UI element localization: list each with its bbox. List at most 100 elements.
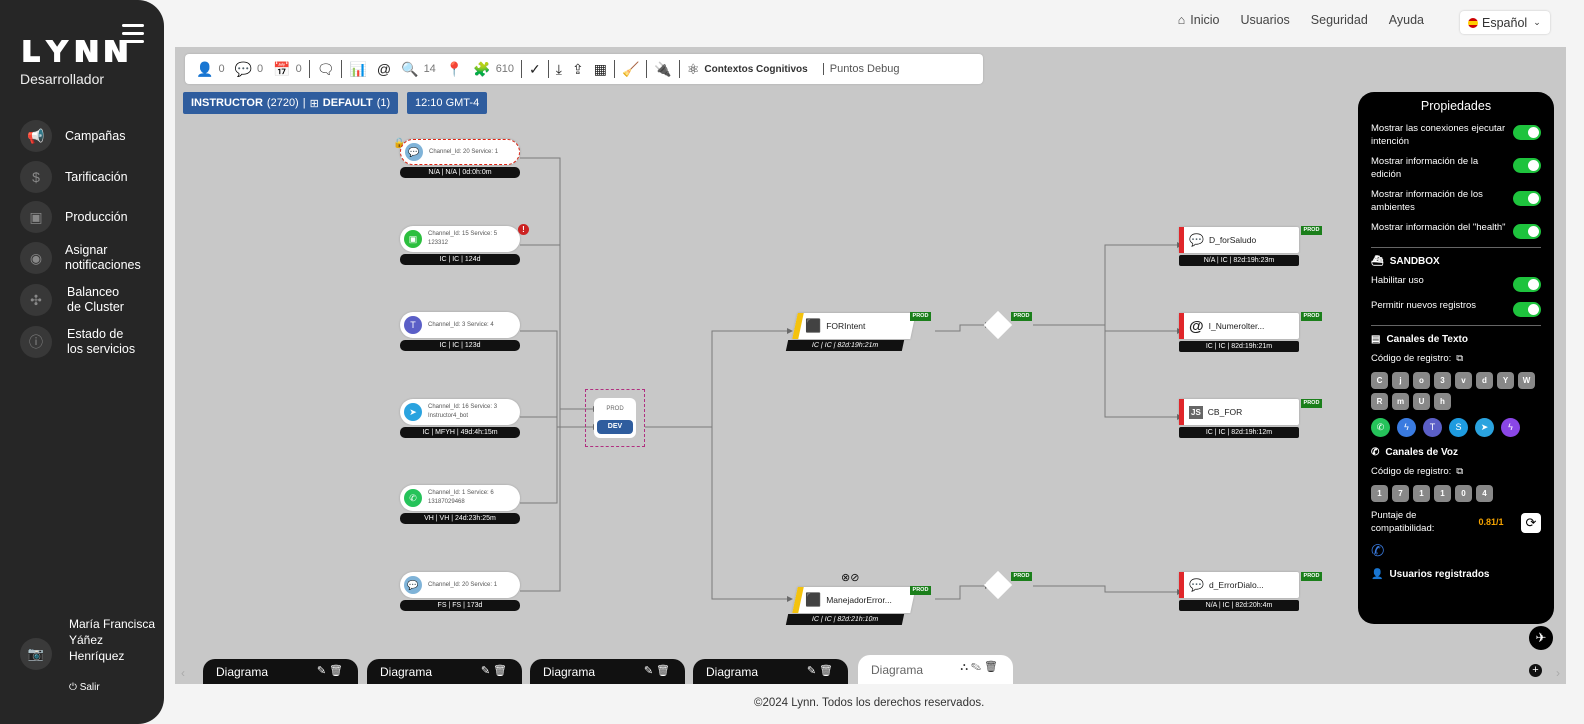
output-node[interactable]: 💬d_ErrorDialo... (1179, 572, 1299, 598)
registered-users-label: Usuarios registrados (1389, 569, 1490, 580)
plug-button[interactable]: 🔌 (649, 59, 676, 79)
channel-node[interactable]: 💬 Channel_Id: 20 Service: 1 (400, 572, 520, 598)
sidebar-item-tarificacion[interactable]: $ Tarificación (20, 161, 160, 193)
instructor-badge[interactable]: INSTRUCTOR (2720) | ⊞ DEFAULT (1) (183, 92, 399, 114)
disable-icons[interactable]: ⊗⊘ (841, 572, 860, 584)
refresh-icon[interactable]: ⟳ (1521, 512, 1541, 533)
chart-button[interactable]: 📊 (344, 59, 371, 79)
nav-inicio[interactable]: ⌂Inicio (1178, 13, 1220, 27)
edit-delete-icons[interactable]: ✎🗑 (480, 665, 510, 677)
line-icon: ▣ (404, 230, 422, 248)
tab-diagrama-4[interactable]: Diagrama ✎🗑 (693, 659, 848, 684)
hamburger-menu-icon[interactable] (122, 24, 144, 46)
teams-icon[interactable]: T (1423, 418, 1442, 437)
search-counter[interactable]: 🔍14 (396, 59, 441, 79)
toggle-label: Permitir nuevos registros (1371, 300, 1477, 311)
tab-diagrama-3[interactable]: Diagrama✎🗑 (530, 659, 685, 684)
briefcase-icon: ▣ (20, 201, 52, 233)
logout-button[interactable]: ⏻ Salir (69, 682, 100, 693)
speech-button[interactable]: 🗨 (312, 59, 340, 79)
output-node[interactable]: @I_Numerolter... (1179, 313, 1299, 339)
toggle-switch[interactable] (1513, 277, 1541, 292)
default-id: (1) (376, 97, 391, 109)
channel-node[interactable]: T Channel_Id: 3 Service: 4 (400, 312, 520, 338)
environment-router[interactable]: PROD DEV (585, 389, 645, 447)
nav-ayuda[interactable]: Ayuda (1388, 13, 1424, 27)
channel-node[interactable]: 💬 Channel_Id: 20 Service: 1 (400, 139, 520, 165)
toggle-switch[interactable] (1513, 224, 1541, 239)
sidebar-item-notificaciones[interactable]: ◉ Asignar notificaciones (20, 242, 160, 274)
sidebar-item-cluster[interactable]: ✣ Balanceo de Cluster (20, 284, 160, 316)
copy-icon[interactable]: ⧉ (1456, 353, 1464, 364)
add-tab-button[interactable]: + (1529, 664, 1542, 677)
tab-diagrama-2[interactable]: Diagrama✎🗑 (367, 659, 522, 684)
nav-usuarios[interactable]: Usuarios (1240, 13, 1290, 27)
edit-delete-icons[interactable]: ✎🗑 (643, 665, 673, 677)
tab-diagrama-1[interactable]: Diagrama✎🗑 (203, 659, 358, 684)
user-icon: 👤 (1371, 569, 1384, 580)
teams-icon: T (404, 316, 422, 334)
puzzle-counter[interactable]: 🧩610 (468, 59, 519, 79)
router-prod-label[interactable]: PROD (606, 406, 624, 412)
alert-icon[interactable]: ! (518, 224, 529, 235)
toggle-switch[interactable] (1513, 158, 1541, 173)
sidebar-item-servicios[interactable]: ⓘ Estado de los servicios (20, 326, 160, 358)
messages-counter[interactable]: 💬0 (230, 59, 269, 79)
output-stripe (1179, 399, 1184, 425)
toggle-switch[interactable] (1513, 302, 1541, 317)
tab-label: Diagrama (706, 664, 759, 679)
location-button[interactable]: 📍 (441, 59, 468, 79)
mention-button[interactable]: @ (372, 59, 396, 79)
clean-button[interactable]: 🧹 (617, 59, 644, 79)
debug-points-button[interactable]: Puntos Debug (822, 63, 906, 75)
output-node[interactable]: 💬D_forSaludo (1179, 227, 1299, 253)
skype-icon[interactable]: S (1449, 418, 1468, 437)
tree-edit-delete-icons[interactable]: ⛬✎🗑 (960, 661, 1001, 673)
toggle-switch[interactable] (1513, 191, 1541, 206)
chevron-right-icon[interactable]: › (1556, 666, 1560, 680)
channel-subtitle: 123312 (428, 240, 449, 246)
channel-subtitle: Instructor4_bot (428, 413, 469, 419)
voice-channels-label: Canales de Voz (1385, 447, 1459, 458)
camera-icon[interactable]: 📷 (20, 638, 52, 670)
diagram-canvas[interactable]: 👤0 💬0 📅0 🗨 📊 @ 🔍14 📍 🧩610 ✓ ⤓ ⇪ ▦ 🧹 🔌 ⚛C… (175, 47, 1566, 684)
phone-call-icon[interactable]: ✆ (1371, 543, 1385, 560)
whatsapp-icon[interactable]: ✆ (1371, 418, 1390, 437)
intent-node[interactable]: ⬛ManejadorError... (792, 587, 916, 613)
messenger-icon[interactable]: ϟ (1397, 418, 1416, 437)
edit-delete-icons[interactable]: ✎🗑 (806, 665, 836, 677)
messenger-alt-icon[interactable]: ϟ (1501, 418, 1520, 437)
airplane-icon[interactable]: ✈ (1529, 626, 1553, 650)
tab-diagrama-active[interactable]: Diagrama⛬✎🗑 (858, 655, 1013, 684)
bar-chart-icon: 📊 (349, 61, 367, 77)
toggle-switch[interactable] (1513, 125, 1541, 140)
channel-footer: IC | IC | 123d (400, 340, 520, 351)
code-key: Y (1497, 372, 1514, 389)
nav-seguridad[interactable]: Seguridad (1310, 13, 1368, 27)
telegram-icon[interactable]: ➤ (1475, 418, 1494, 437)
edit-delete-icons[interactable]: ✎🗑 (316, 665, 346, 677)
lynn-logo[interactable]: ʟʏɴɴ (20, 26, 132, 72)
validate-button[interactable]: ✓ (524, 59, 546, 79)
copy-icon[interactable]: ⧉ (1456, 466, 1464, 477)
deploy-button[interactable]: ⤓ (551, 59, 567, 79)
registered-users-heading[interactable]: 👤 Usuarios registrados (1371, 569, 1541, 580)
language-select[interactable]: Español ⌄ (1460, 11, 1550, 34)
chevron-left-icon[interactable]: ‹ (181, 666, 185, 680)
sidebar-item-campanas[interactable]: 📢 Campañas (20, 120, 160, 152)
upload-button[interactable]: ⇪ (567, 59, 589, 79)
intent-node[interactable]: ⬛FORIntent (792, 313, 916, 339)
output-footer: N/A | IC | 82d:20h:4m (1179, 600, 1299, 611)
code-key: 1 (1371, 485, 1388, 502)
cognitive-contexts-button[interactable]: ⚛Contextos Cognitivos (682, 59, 813, 79)
excel-button[interactable]: ▦ (589, 59, 612, 79)
router-dev-button[interactable]: DEV (597, 420, 633, 434)
users-counter[interactable]: 👤0 (191, 59, 230, 79)
calendar-counter[interactable]: 📅0 (268, 59, 307, 79)
router-box: PROD DEV (594, 398, 636, 438)
sidebar-item-produccion[interactable]: ▣ Producción (20, 201, 160, 233)
